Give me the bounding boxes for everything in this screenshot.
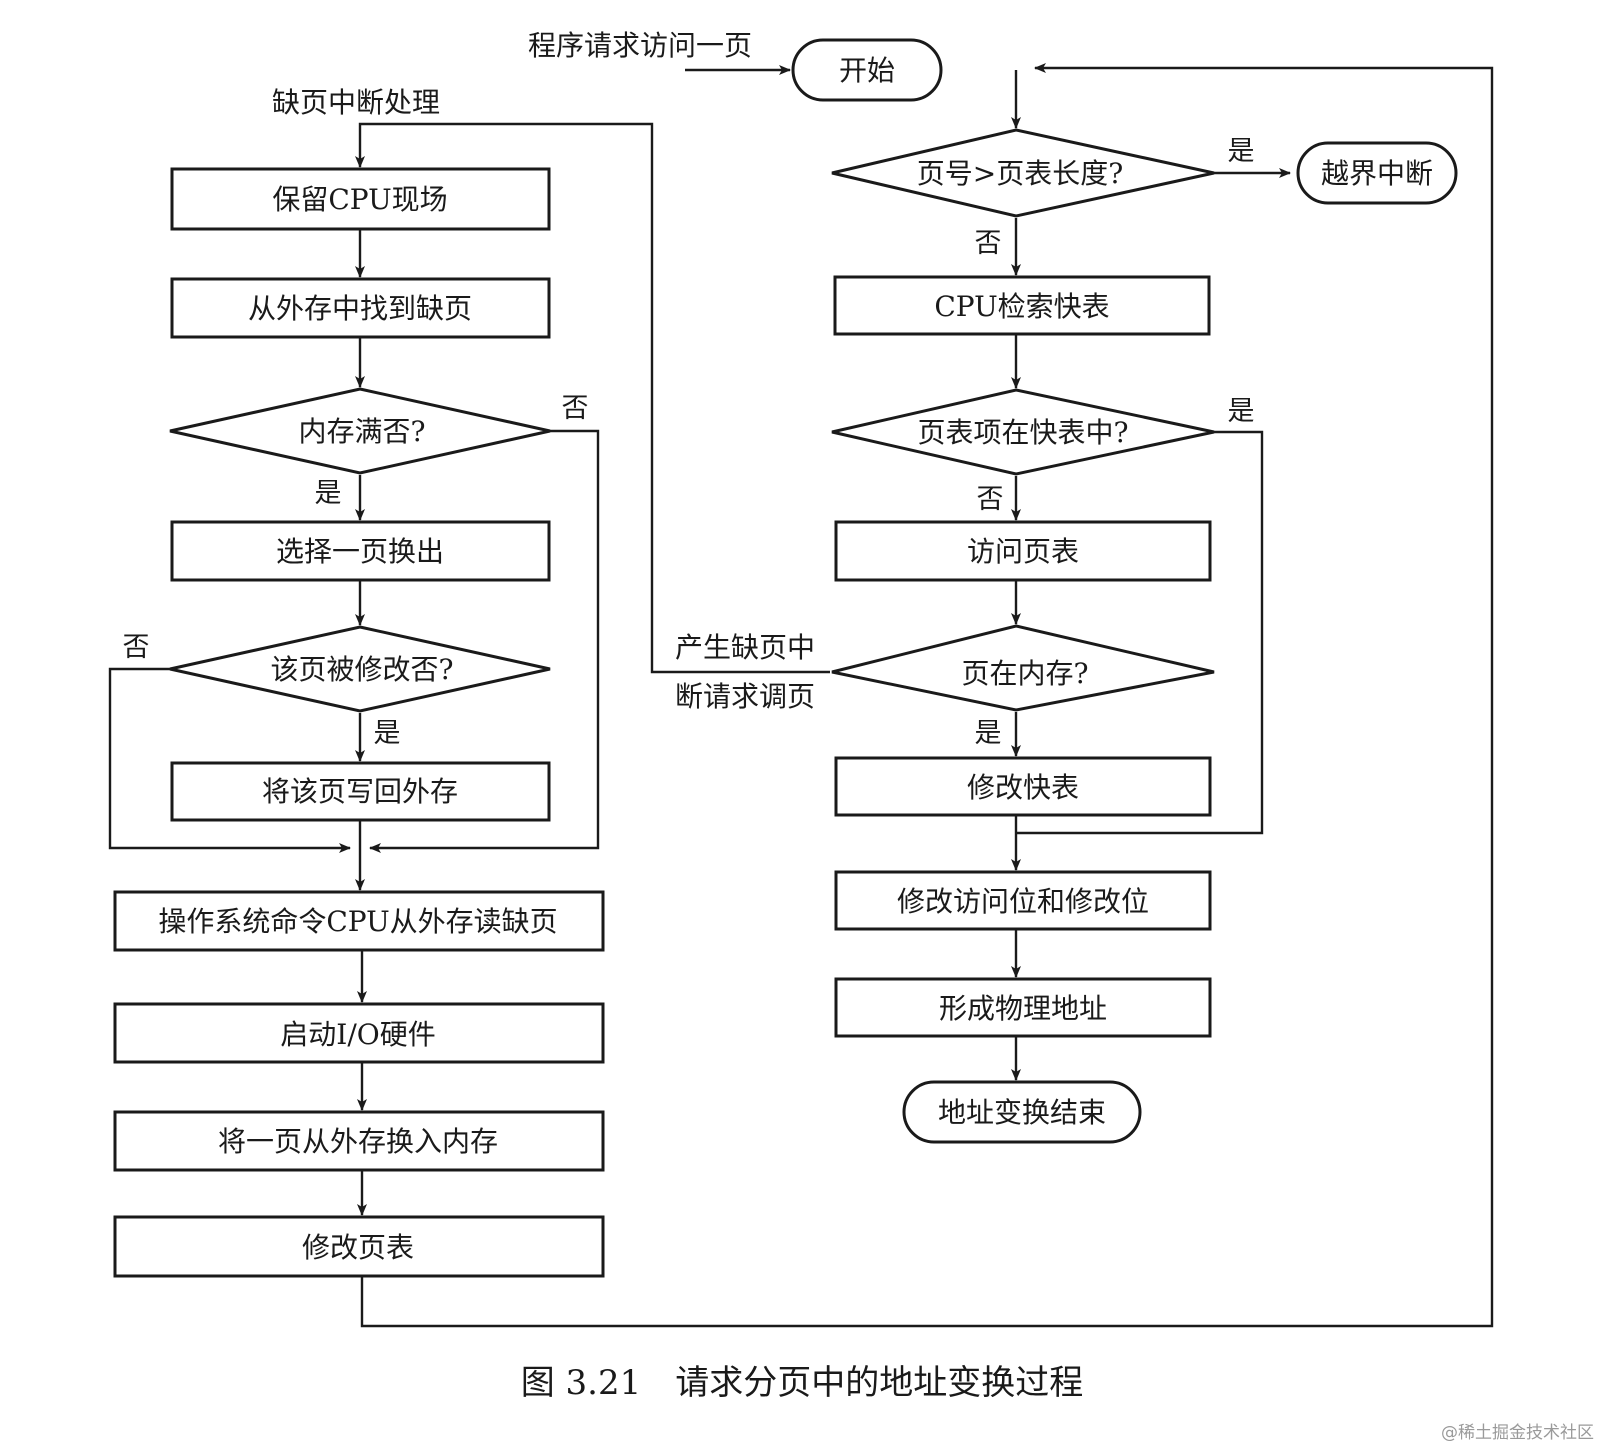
figure-caption: 图 3.21 请求分页中的地址变换过程 [521, 1363, 1084, 1403]
out-of-bounds-terminal [1296, 141, 1458, 205]
select-page-box [170, 520, 551, 582]
find-page-box [170, 277, 551, 339]
no-label-mem-full: 否 [562, 393, 589, 424]
form-address-box [834, 977, 1212, 1038]
modify-page-table-box [113, 1215, 605, 1278]
tlb-hit-branch [1016, 430, 1264, 835]
in-tlb-decision [831, 388, 1215, 476]
modify-tlb-label: 修改快表 [967, 771, 1079, 804]
page-fault-branch [355, 122, 830, 674]
os-read-label: 操作系统命令CPU从外存读缺页 [158, 905, 557, 938]
save-cpu-label: 保留CPU现场 [272, 183, 447, 216]
memory-full-decision [169, 387, 551, 475]
yes-label-mem-full: 是 [315, 478, 342, 509]
save-cpu-box [170, 167, 551, 231]
page-modified-decision [169, 625, 551, 713]
page-not-modified-branch [108, 667, 351, 853]
page-fault-label-line2: 断请求调页 [675, 680, 815, 713]
find-page-label: 从外存中找到缺页 [248, 292, 472, 325]
out-of-bounds-label: 越界中断 [1321, 157, 1433, 190]
write-back-label: 将该页写回外存 [262, 775, 458, 808]
start-io-box [113, 1002, 605, 1064]
start-io-label: 启动I/O硬件 [280, 1018, 435, 1051]
modify-bits-label: 修改访问位和修改位 [897, 885, 1149, 918]
return-to-start [360, 63, 1494, 1328]
page-in-memory-decision [831, 624, 1215, 712]
os-read-box [113, 890, 605, 952]
no-label-bounds: 否 [975, 228, 1002, 259]
memory-full-label: 内存满否? [298, 415, 425, 448]
page-fault-label-line1: 产生缺页中 [675, 631, 815, 664]
swap-in-label: 将一页从外存换入内存 [218, 1125, 498, 1158]
yes-label-modified: 是 [374, 718, 401, 749]
page-modified-label: 该页被修改否? [270, 653, 453, 686]
page-length-decision [831, 128, 1215, 218]
access-page-table-box [834, 520, 1212, 582]
select-page-label: 选择一页换出 [276, 535, 444, 568]
cpu-search-tlb-box [833, 275, 1211, 336]
swap-in-box [113, 1110, 605, 1172]
start-terminal [791, 38, 943, 102]
mem-not-full-branch [369, 429, 600, 853]
cpu-search-tlb-label: CPU检索快表 [934, 290, 1109, 323]
modify-bits-box [834, 870, 1212, 931]
access-page-table-label: 访问页表 [967, 535, 1079, 568]
page-fault-handler-title: 缺页中断处理 [272, 86, 440, 119]
watermark: @稀土掘金技术社区 [1441, 1423, 1594, 1443]
write-back-box [170, 761, 551, 822]
yes-label-tlb: 是 [1228, 396, 1255, 427]
yes-label-in-mem: 是 [975, 718, 1002, 749]
modify-tlb-box [834, 756, 1212, 817]
page-length-label: 页号>页表长度? [917, 157, 1123, 190]
form-address-label: 形成物理地址 [939, 992, 1107, 1025]
modify-page-table-label: 修改页表 [302, 1231, 414, 1264]
yes-label-bounds: 是 [1228, 136, 1255, 167]
end-label: 地址变换结束 [938, 1096, 1106, 1129]
end-terminal [902, 1080, 1142, 1144]
start-label: 开始 [839, 54, 895, 87]
in-tlb-label: 页表项在快表中? [917, 416, 1128, 449]
no-label-modified: 否 [123, 632, 150, 663]
no-label-tlb: 否 [977, 484, 1004, 515]
program-request-label: 程序请求访问一页 [528, 29, 752, 62]
page-in-memory-label: 页在内存? [961, 657, 1088, 690]
